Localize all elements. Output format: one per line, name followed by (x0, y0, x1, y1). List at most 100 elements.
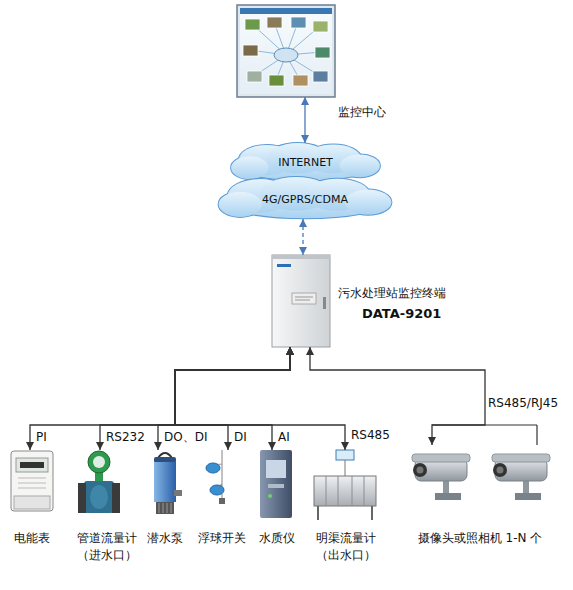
graphic-part (243, 45, 258, 56)
graphic-part (84, 481, 114, 513)
graphic-part (18, 488, 46, 489)
signal-label: RS485/RJ45 (488, 396, 558, 410)
graphic-part (364, 476, 365, 506)
graphic-part (88, 451, 110, 473)
graphic-part (93, 456, 105, 468)
graphic-part (313, 21, 328, 32)
graphic-part (240, 8, 332, 14)
graphic-part (295, 297, 313, 298)
graphic-part (210, 485, 224, 495)
graphic-part (340, 154, 380, 177)
water-quality-analyzer-shape (258, 450, 294, 518)
graphic-part (295, 300, 310, 301)
graphic-part (266, 460, 286, 478)
graphic-part (268, 494, 272, 498)
graphic-part (159, 503, 160, 513)
graphic-part (154, 462, 176, 502)
node-label: 摄像头或照相机 1-N 个 (395, 530, 565, 547)
bus-bracket (432, 424, 537, 425)
connector (310, 347, 485, 445)
monitor-terminal: 污水处理站监控终端DATA-9201 (272, 255, 330, 347)
graphic-part (315, 47, 330, 58)
submersible-pump-shape (148, 450, 182, 516)
node-label: 污水处理站监控终端 (338, 285, 468, 302)
graphic-part (206, 463, 220, 473)
graphic-part (245, 19, 260, 30)
camera-group: 摄像头或照相机 1-N 个 (405, 445, 555, 520)
graphic-part (345, 460, 346, 476)
graphic-part (269, 75, 284, 86)
graphic-part (247, 71, 262, 82)
graphic-part (352, 476, 353, 506)
graphic-part (18, 478, 46, 479)
monitor-screen: 监控中心 (237, 5, 335, 97)
node-label: 潜水泵 (140, 530, 190, 547)
node-label: 管道流量计 （进水口） (74, 530, 140, 564)
float-switch-shape (200, 450, 240, 505)
graphic-part (260, 450, 292, 518)
camera-group-shape (405, 445, 555, 520)
energy-meter: 电能表 (10, 450, 54, 512)
graphic-part (493, 463, 507, 477)
graphic-part (412, 454, 470, 462)
graphic-part (231, 156, 268, 179)
graphic-part (412, 454, 470, 500)
channel-flowmeter: 明渠流量计 （出水口） (312, 450, 378, 520)
graphic-part (345, 190, 392, 215)
graphic-part (492, 454, 550, 462)
signal-label: PI (36, 430, 47, 444)
connector (158, 347, 290, 450)
graphic-part (267, 17, 282, 28)
graphic-part (18, 483, 46, 484)
signal-label: RS232 (106, 430, 145, 444)
graphic-part (277, 264, 291, 267)
graphic-part (272, 255, 330, 347)
connector (175, 347, 290, 450)
connector (100, 347, 290, 450)
graphic-part (326, 476, 327, 506)
node-label: 4G/GPRS/CDMA (215, 191, 395, 208)
graphic-part (340, 154, 380, 177)
graphic-part (371, 506, 373, 520)
signal-label: DI (234, 430, 247, 444)
node-label: 监控中心 (338, 104, 398, 121)
graphic-part (313, 71, 328, 82)
graphic-part (174, 490, 182, 496)
graphic-part (317, 506, 319, 520)
graphic-part (497, 467, 504, 474)
graphic-part (90, 485, 108, 509)
node-label: INTERNET (228, 154, 383, 171)
connector (175, 347, 345, 450)
graphic-part (112, 483, 120, 513)
graphic-part (274, 48, 298, 62)
graphic-part (323, 297, 326, 309)
graphic-part (345, 190, 392, 215)
graphic-part (492, 454, 550, 500)
pipe-flowmeter-shape (74, 450, 124, 516)
graphic-part (16, 458, 48, 472)
node-label: 明渠流量计 （出水口） (312, 530, 380, 564)
graphic-part (231, 156, 268, 179)
graphic-part (272, 255, 330, 259)
graphic-part (413, 463, 427, 477)
graphic-part (78, 483, 86, 513)
pipe-flowmeter: 管道流量计 （进水口） (74, 450, 124, 516)
connector (175, 347, 290, 450)
graphic-part (435, 493, 461, 500)
graphic-part (336, 450, 354, 460)
graphic-part (171, 503, 172, 513)
graphic-part (237, 5, 335, 97)
float-switch: 浮球开关 (200, 450, 240, 505)
energy-meter-shape (10, 450, 54, 512)
graphic-part (219, 498, 225, 504)
graphic-part (292, 293, 316, 304)
graphic-part (314, 476, 376, 506)
graphic-part (167, 503, 168, 513)
monitor-terminal-shape (272, 255, 330, 347)
node-label: DATA-9201 (362, 305, 462, 322)
water-quality-analyzer: 水质仪 (258, 450, 294, 518)
network-cloud: INTERNET (228, 143, 383, 181)
graphic-part (291, 17, 306, 28)
